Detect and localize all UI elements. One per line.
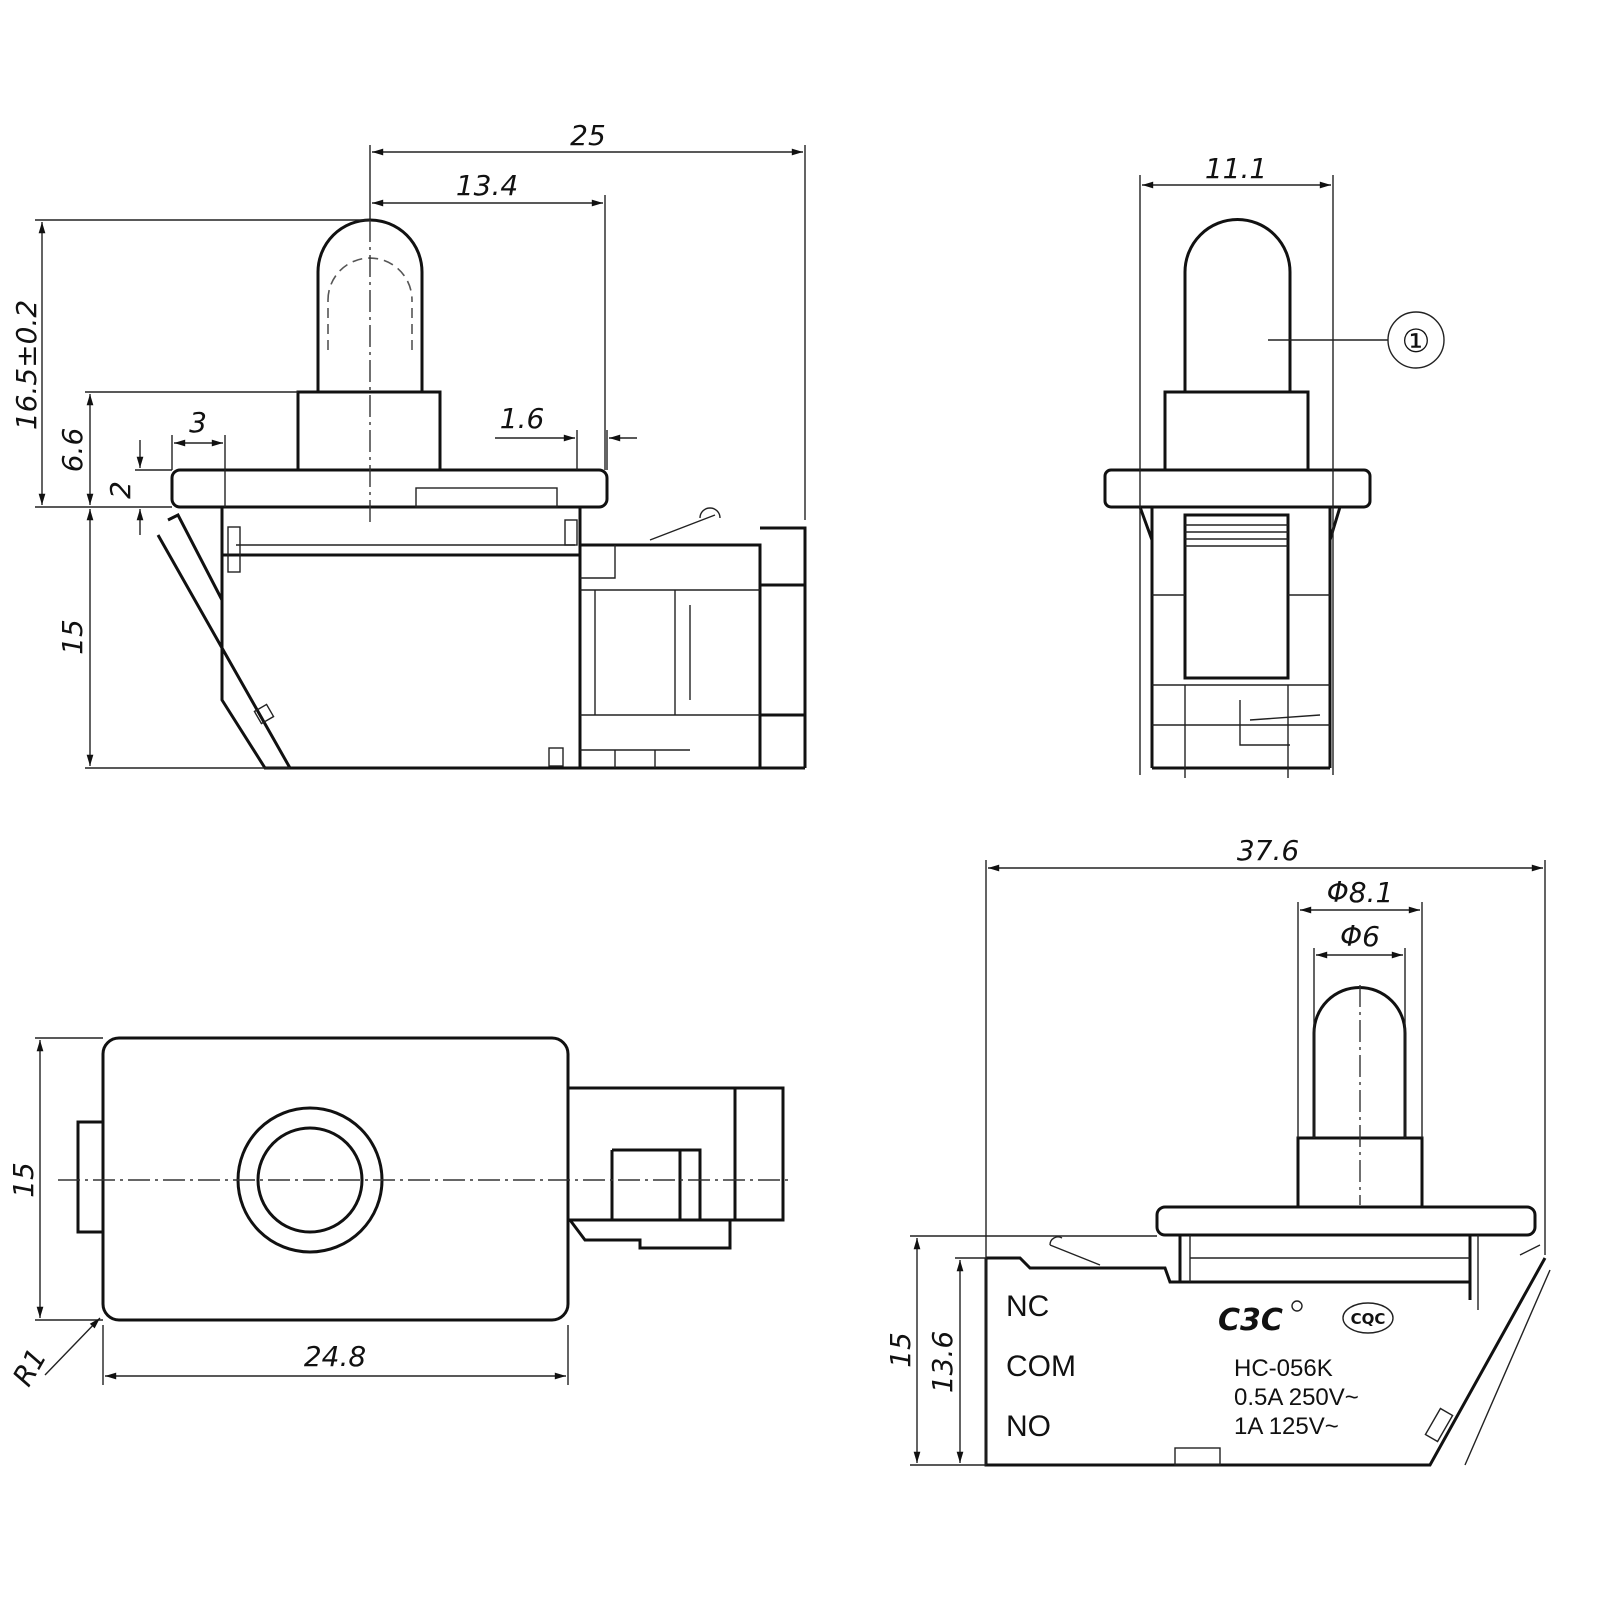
dim-flange-width: 11.1 [1205, 152, 1267, 185]
dim-top-height: 15 [7, 1162, 40, 1198]
flange [170, 468, 609, 509]
cert-logo: CQC [1351, 1310, 1386, 1328]
callout-circle [1387, 311, 1445, 369]
side-view: 25 13.4 16.5±0.2 6.6 2 3 1.6 15 [10, 119, 807, 770]
registered-mark-icon [1291, 1300, 1303, 1312]
dim-collar-height: 6.6 [56, 428, 89, 473]
dim-flange-thickness: 2 [104, 481, 137, 499]
dim-body-height: 15 [56, 619, 89, 655]
labelled-side-view: 37.6 Φ8.1 Φ6 15 13.6 NC COM NO C3C CQC H… [884, 834, 1551, 1467]
collar [296, 390, 442, 472]
brand-logo: C3C [1218, 1303, 1283, 1338]
rating-2: 1A 125V~ [1234, 1413, 1339, 1440]
dim-plunger-diameter: Φ6 [1340, 920, 1380, 953]
dim-overall-width-2: 37.6 [1237, 834, 1299, 867]
dim-body-height-2: 13.6 [926, 1331, 959, 1393]
dim-flange-edge: 1.6 [500, 402, 545, 435]
dim-height-2: 15 [884, 1332, 917, 1368]
terminal-nc-label: NC [1006, 1290, 1049, 1323]
callout-label: ① [1402, 322, 1431, 360]
dim-top-length: 24.8 [304, 1340, 366, 1373]
terminal-com-label: COM [1006, 1350, 1076, 1383]
dim-flange-lip: 3 [189, 406, 207, 439]
dim-overall-width: 25 [570, 119, 606, 152]
rating-1: 0.5A 250V~ [1234, 1384, 1359, 1411]
dim-plunger-offset: 13.4 [456, 169, 518, 202]
model-number: HC-056K [1234, 1355, 1333, 1382]
top-view: 15 24.8 R1 [6, 1036, 790, 1392]
dim-corner-radius: R1 [6, 1343, 53, 1392]
terminal-no-label: NO [1006, 1410, 1051, 1443]
dim-overall-height: 16.5±0.2 [10, 300, 43, 430]
cert-logo-ring [1342, 1302, 1394, 1334]
dim-collar-diameter: Φ8.1 [1327, 876, 1394, 909]
front-view: 11.1 ① [1103, 152, 1445, 778]
